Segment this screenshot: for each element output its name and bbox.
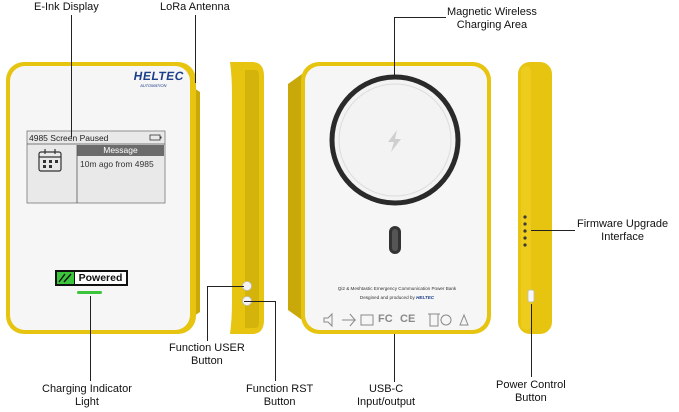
leader-usbc	[394, 334, 395, 382]
leader-power	[531, 304, 532, 377]
recycle-icon	[459, 313, 469, 326]
back-credit-prefix: Desgined and produced by	[359, 295, 415, 300]
leader-magnetic	[394, 17, 395, 77]
leader-rst-v	[275, 301, 276, 381]
charging-indicator-light	[77, 291, 102, 294]
screen-message-title: Message	[103, 145, 138, 155]
leader-eink	[71, 15, 72, 137]
brand-logo: HELTEC AUTOMATION	[131, 69, 186, 92]
label-usb-c: USB-C Input/output	[357, 383, 416, 408]
side-view-left	[230, 62, 264, 334]
label-power-control: Power Control Button	[496, 379, 566, 404]
bolt-icon	[388, 130, 401, 152]
label-eink-display: E-Ink Display	[34, 1, 99, 13]
label-lora-antenna: LoRa Antenna	[160, 1, 230, 13]
fcc-mark: FC	[378, 313, 393, 325]
leader-user-h	[207, 286, 244, 287]
leader-lora	[195, 15, 196, 83]
bin-icon	[428, 313, 440, 327]
screen-message-body: 10m ago from 4985	[80, 159, 154, 169]
battery-icon	[149, 134, 162, 141]
back-product-line: Qi2 & Meshtastic Emergency Communication…	[337, 286, 457, 291]
front-view	[6, 62, 200, 334]
brand-subtitle: AUTOMATION	[139, 83, 167, 88]
back-antenna-fin	[288, 74, 302, 320]
info-icon	[440, 314, 452, 326]
power-control-button[interactable]	[527, 289, 535, 303]
leader-rst-h	[244, 301, 275, 302]
label-magnetic-wireless: Magnetic Wireless Charging Area	[447, 6, 537, 31]
speaker-icon	[323, 312, 333, 328]
battery-pack-icon	[360, 314, 374, 326]
back-credit-brand: HELTEC	[416, 295, 435, 300]
screen-header: 4985 Screen Paused	[29, 133, 109, 143]
leader-magnetic-h	[394, 17, 446, 18]
status-badge: Powered	[78, 272, 123, 284]
firmware-upgrade-pins	[523, 215, 527, 247]
back-view	[288, 62, 491, 334]
label-charging-indicator: Charging Indicator Light	[42, 383, 132, 408]
label-function-rst: Function RST Button	[246, 383, 314, 408]
label-firmware-upgrade: Firmware Upgrade Interface	[577, 218, 669, 243]
leader-user-v	[207, 286, 208, 341]
leader-charging	[90, 296, 91, 381]
ce-mark: CE	[400, 313, 416, 325]
plane-icon	[342, 313, 356, 327]
calendar-icon	[38, 149, 62, 172]
brand-name: HELTEC	[132, 69, 186, 83]
label-function-user: Function USER Button	[169, 342, 245, 367]
leader-firmware	[531, 230, 575, 231]
back-credit: Desgined and produced by HELTEC	[318, 295, 476, 300]
compliance-icons	[323, 312, 469, 328]
side-view-right	[518, 62, 552, 334]
